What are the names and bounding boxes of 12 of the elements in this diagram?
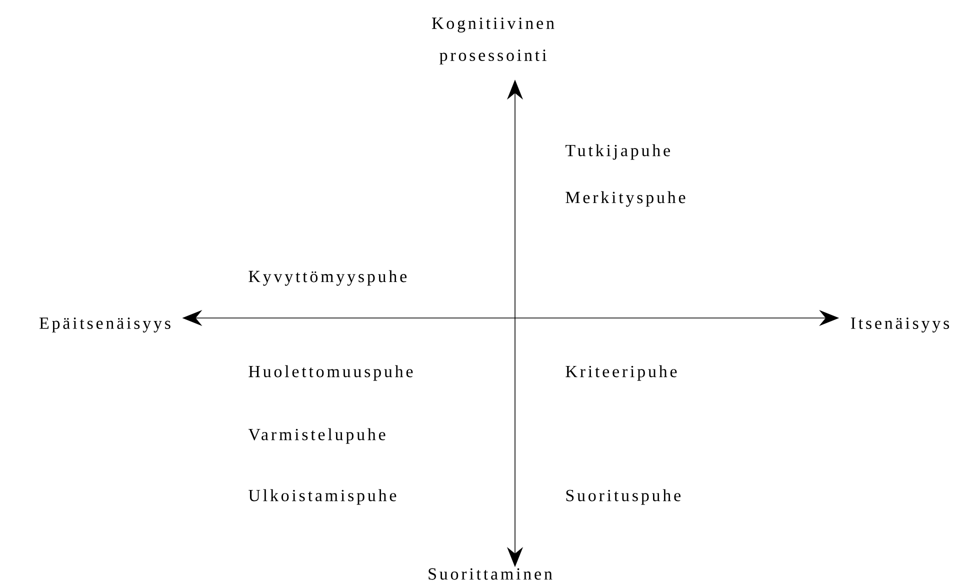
axis-label: Suorittaminen (428, 568, 552, 580)
quadrant-label: Varmistelupuhe (248, 428, 386, 444)
quadrant-label: Huolettomuuspuhe (248, 365, 413, 381)
axis-label: Itsenäisyys (850, 318, 950, 332)
quadrant-label: Merkityspuhe (566, 191, 686, 207)
axis-label: Epäitsenäisyys (40, 318, 170, 332)
quadrant-label: Kriteeripuhe (566, 365, 677, 381)
quadrant-label: Tutkijapuhe (566, 144, 670, 160)
axis-label: Kognitiivinen prosessointi (432, 18, 554, 64)
quadrant-label: Suorituspuhe (566, 489, 680, 505)
quadrant-label: Kyvyttömyyspuhe (248, 270, 407, 286)
quadrant-label: Ulkoistamispuhe (248, 489, 396, 505)
